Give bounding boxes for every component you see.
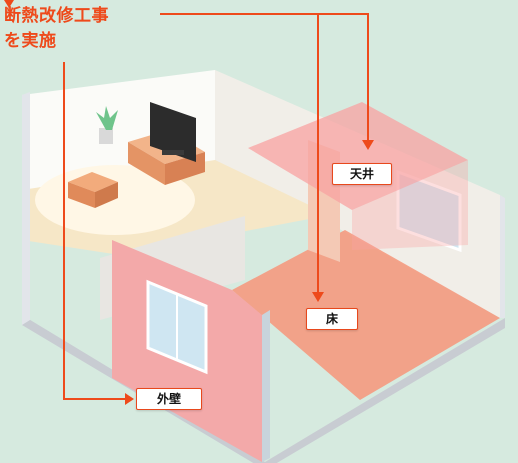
ceiling-highlight-lower — [352, 160, 468, 250]
low-table-top — [68, 172, 118, 192]
tv-stand-front — [128, 142, 165, 185]
title-line-2: を実施 — [4, 31, 57, 51]
leader-arrow-exterior-wall — [125, 393, 134, 405]
low-table-side — [95, 182, 118, 208]
ceiling-highlight — [248, 102, 468, 210]
exterior-wall-label: 外壁 — [136, 388, 202, 410]
floor-label: 床 — [306, 308, 358, 330]
floor-highlight — [232, 230, 500, 400]
leader-line-exterior-wall — [63, 62, 125, 400]
plant-leaves — [96, 106, 118, 130]
plant-pot — [99, 128, 113, 144]
leader-line-main — [160, 13, 369, 140]
leader-arrow-ceiling — [362, 140, 374, 150]
leader-arrow-title — [4, 0, 14, 8]
tv-base — [162, 150, 184, 155]
back-window — [396, 169, 462, 253]
tv-screen — [150, 102, 196, 162]
low-table-front — [68, 182, 95, 208]
right-front-wall-edge — [262, 310, 270, 462]
title-line-1: 断熱改修工事 — [4, 6, 109, 26]
ceiling-label: 天井 — [332, 163, 392, 185]
leader-arrow-floor — [312, 292, 324, 302]
wall-cap-right — [500, 195, 505, 318]
wall-cap-left — [22, 92, 30, 325]
